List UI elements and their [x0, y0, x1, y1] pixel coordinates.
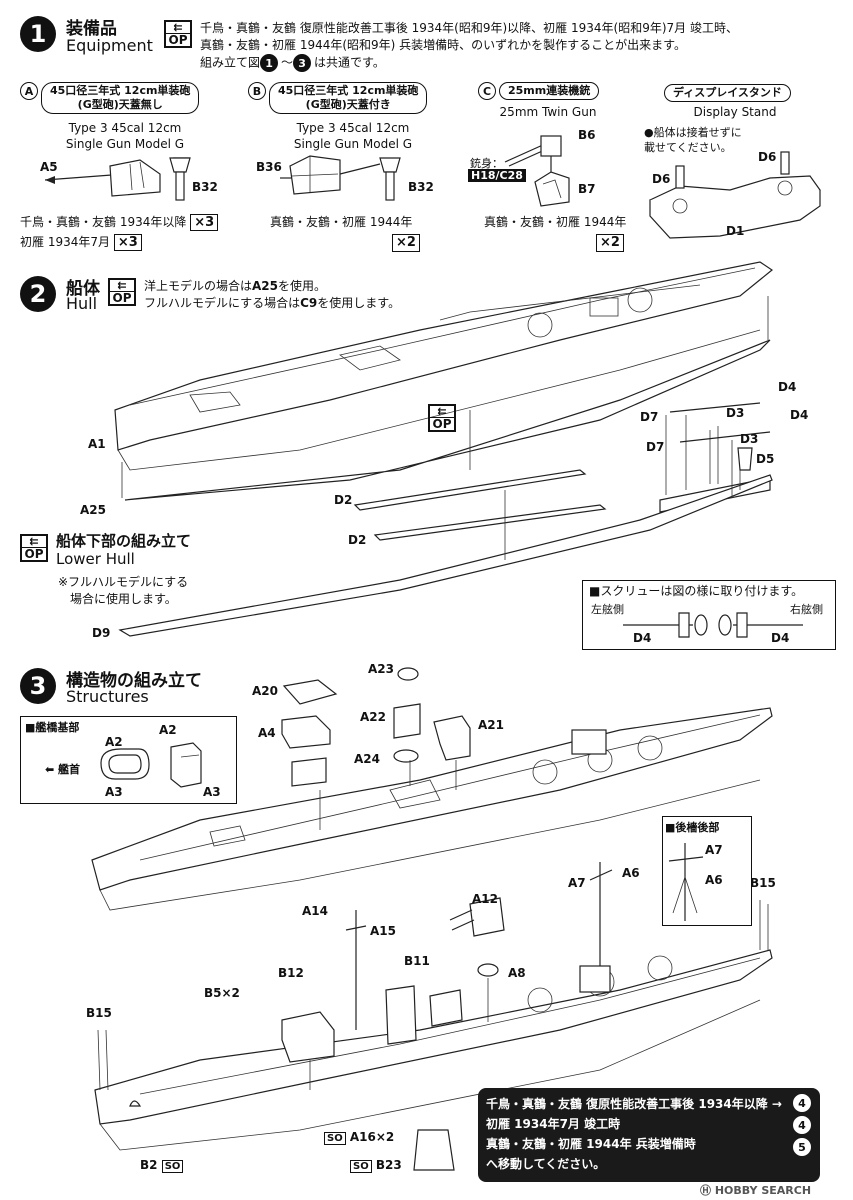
- part-c-caption: 25mm Twin Gun: [499, 105, 597, 119]
- label-d9: D9: [92, 626, 111, 640]
- screw-box: ■スクリューは図の様に取り付けます。 左舷側 右舷側 D4 D4: [582, 580, 836, 650]
- label-a5: A5: [40, 160, 58, 174]
- step-1-title-en: Equipment: [66, 36, 153, 55]
- label-b11: B11: [404, 954, 430, 968]
- label-b12: B12: [278, 966, 304, 980]
- stand-caption: Display Stand: [693, 105, 777, 119]
- stand-note2: 載せてください。: [644, 141, 732, 154]
- label-a14: A14: [302, 904, 328, 918]
- label-b23: SO B23: [350, 1158, 402, 1173]
- part-c-gun-drawing: [504, 135, 570, 207]
- part-b-ship1: 真鶴・友鶴・初雁 1944年: [270, 215, 413, 229]
- label-a15: A15: [370, 924, 396, 938]
- label-a12: A12: [472, 892, 498, 906]
- part-c-ship1: 真鶴・友鶴・初雁 1944年: [484, 215, 627, 229]
- label-d2-b: D2: [348, 533, 367, 547]
- label-b2: B2 SO: [140, 1158, 184, 1173]
- label-d3-b: D3: [740, 432, 759, 446]
- lower-hull-title-en: Lower Hull: [56, 550, 135, 568]
- part-b-header: B 45口径三年式 12cm単装砲(G型砲)天蓋付き: [248, 82, 428, 114]
- label-a7: A7: [568, 876, 586, 890]
- label-a16: SO A16×2: [324, 1130, 394, 1145]
- part-b-gun-drawing: [280, 155, 401, 201]
- bridge-base-box: ■艦橋基部 ⬅ 艦首 A2 A2 A3 A3: [20, 716, 237, 804]
- label-a6: A6: [622, 866, 640, 880]
- label-d5: D5: [756, 452, 775, 466]
- label-a20: A20: [252, 684, 278, 698]
- label-b36: B36: [256, 160, 282, 174]
- step-2-title-jp: 船体: [66, 279, 100, 299]
- label-b15-a: B15: [86, 1006, 112, 1020]
- lower-hull-note: ※フルハルモデルにする場合に使用します。: [58, 575, 189, 606]
- goto-step-5: 5: [793, 1138, 811, 1156]
- part-a-header: A 45口径三年式 12cm単装砲(G型砲)天蓋無し: [20, 82, 200, 114]
- label-b32-b: B32: [408, 180, 434, 194]
- op-badge-2: ⇇OP: [108, 278, 136, 306]
- part-c-qty: ×2: [596, 234, 624, 252]
- op-badge: ⇇OP: [164, 20, 192, 48]
- label-b5: B5×2: [204, 986, 240, 1000]
- step-2-title-en: Hull: [66, 294, 98, 313]
- label-d2-a: D2: [334, 493, 353, 507]
- label-d4-a: D4: [778, 380, 797, 394]
- goto-step-4-a: 4: [793, 1094, 811, 1112]
- step-2-number: 2: [20, 276, 56, 312]
- label-b6: B6: [578, 128, 596, 142]
- aft-mast-box: ■後檣後部 A7 A6: [662, 816, 752, 926]
- step-3-title-jp: 構造物の組み立て: [66, 671, 202, 691]
- next-step-box: 千鳥・真鶴・友鶴 復原性能改善工事後 1934年以降 → 初雁 1934年7月 …: [478, 1088, 820, 1182]
- label-d6-b: D6: [758, 150, 777, 164]
- barrel-parts: H18/C28: [468, 169, 526, 182]
- label-a25: A25: [80, 503, 106, 517]
- step-1-title-jp: 装備品: [66, 19, 117, 39]
- label-a23: A23: [368, 662, 394, 676]
- step-3-number: 3: [20, 668, 56, 704]
- part-c-header: C 25mm連装機銃: [478, 82, 600, 100]
- watermark: Ⓗ HOBBY SEARCH: [700, 1184, 812, 1197]
- label-a8: A8: [508, 966, 526, 980]
- label-a21: A21: [478, 718, 504, 732]
- step-1-number: 1: [20, 16, 56, 52]
- label-d3-a: D3: [726, 406, 745, 420]
- label-d7-b: D7: [646, 440, 665, 454]
- label-b7: B7: [578, 182, 596, 196]
- label-b32: B32: [192, 180, 218, 194]
- part-b-qty: ×2: [392, 234, 420, 252]
- part-a-ship2: 初雁 1934年7月 ×3: [20, 234, 142, 251]
- goto-step-4-b: 4: [793, 1116, 811, 1134]
- barrel-label: 銃身：: [470, 157, 503, 170]
- part-a-gun-drawing: [44, 157, 191, 201]
- label-d7-a: D7: [640, 410, 659, 424]
- display-stand-drawing: [649, 151, 821, 239]
- part-a-ship1: 千鳥・真鶴・友鶴 1934年以降 ×3: [20, 214, 219, 231]
- label-a4: A4: [258, 726, 276, 740]
- op-badge-4: ⇇OP: [20, 534, 48, 562]
- label-a22: A22: [360, 710, 386, 724]
- label-a1: A1: [88, 437, 106, 451]
- lower-hull-title-jp: 船体下部の組み立て: [56, 532, 192, 550]
- stand-note1: ●船体は接着せずに: [644, 126, 742, 139]
- label-a24: A24: [354, 752, 380, 766]
- step-1-note: 千鳥・真鶴・友鶴 復原性能改善工事後 1934年(昭和9年)以降、初雁 1934…: [200, 20, 840, 72]
- stand-header: ディスプレイスタンド: [664, 84, 791, 102]
- step-3-title-en: Structures: [66, 687, 149, 706]
- label-d1: D1: [726, 224, 745, 238]
- step-2-note: 洋上モデルの場合はA25を使用。 フルハルモデルにする場合はC9を使用します。: [144, 279, 401, 310]
- op-badge-3: ⇇OP: [428, 404, 456, 432]
- label-d6-a: D6: [652, 172, 671, 186]
- label-b15-b: B15: [750, 876, 776, 890]
- label-d4-b: D4: [790, 408, 809, 422]
